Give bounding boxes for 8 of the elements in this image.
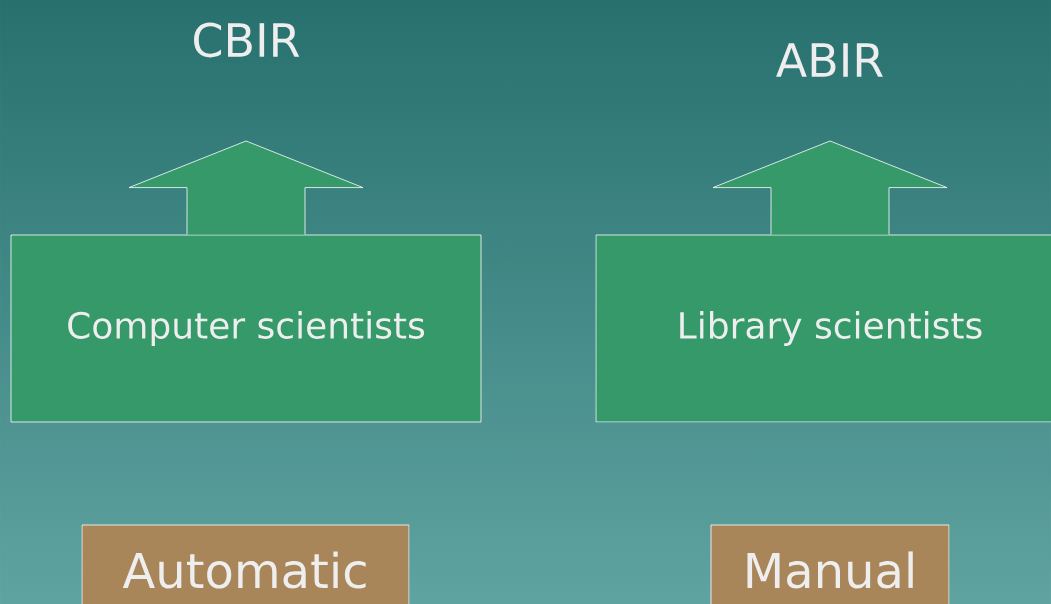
heading-text: CBIR bbox=[194, 22, 300, 58]
heading-text: ABIR bbox=[776, 43, 883, 77]
label-box: Manual bbox=[710, 524, 950, 604]
process-box: Library scientists bbox=[595, 234, 1051, 423]
process-box: Computer scientists bbox=[10, 234, 482, 423]
block-arrow bbox=[128, 140, 364, 235]
block-arrow bbox=[712, 140, 948, 235]
label-box: Automatic bbox=[81, 524, 410, 604]
